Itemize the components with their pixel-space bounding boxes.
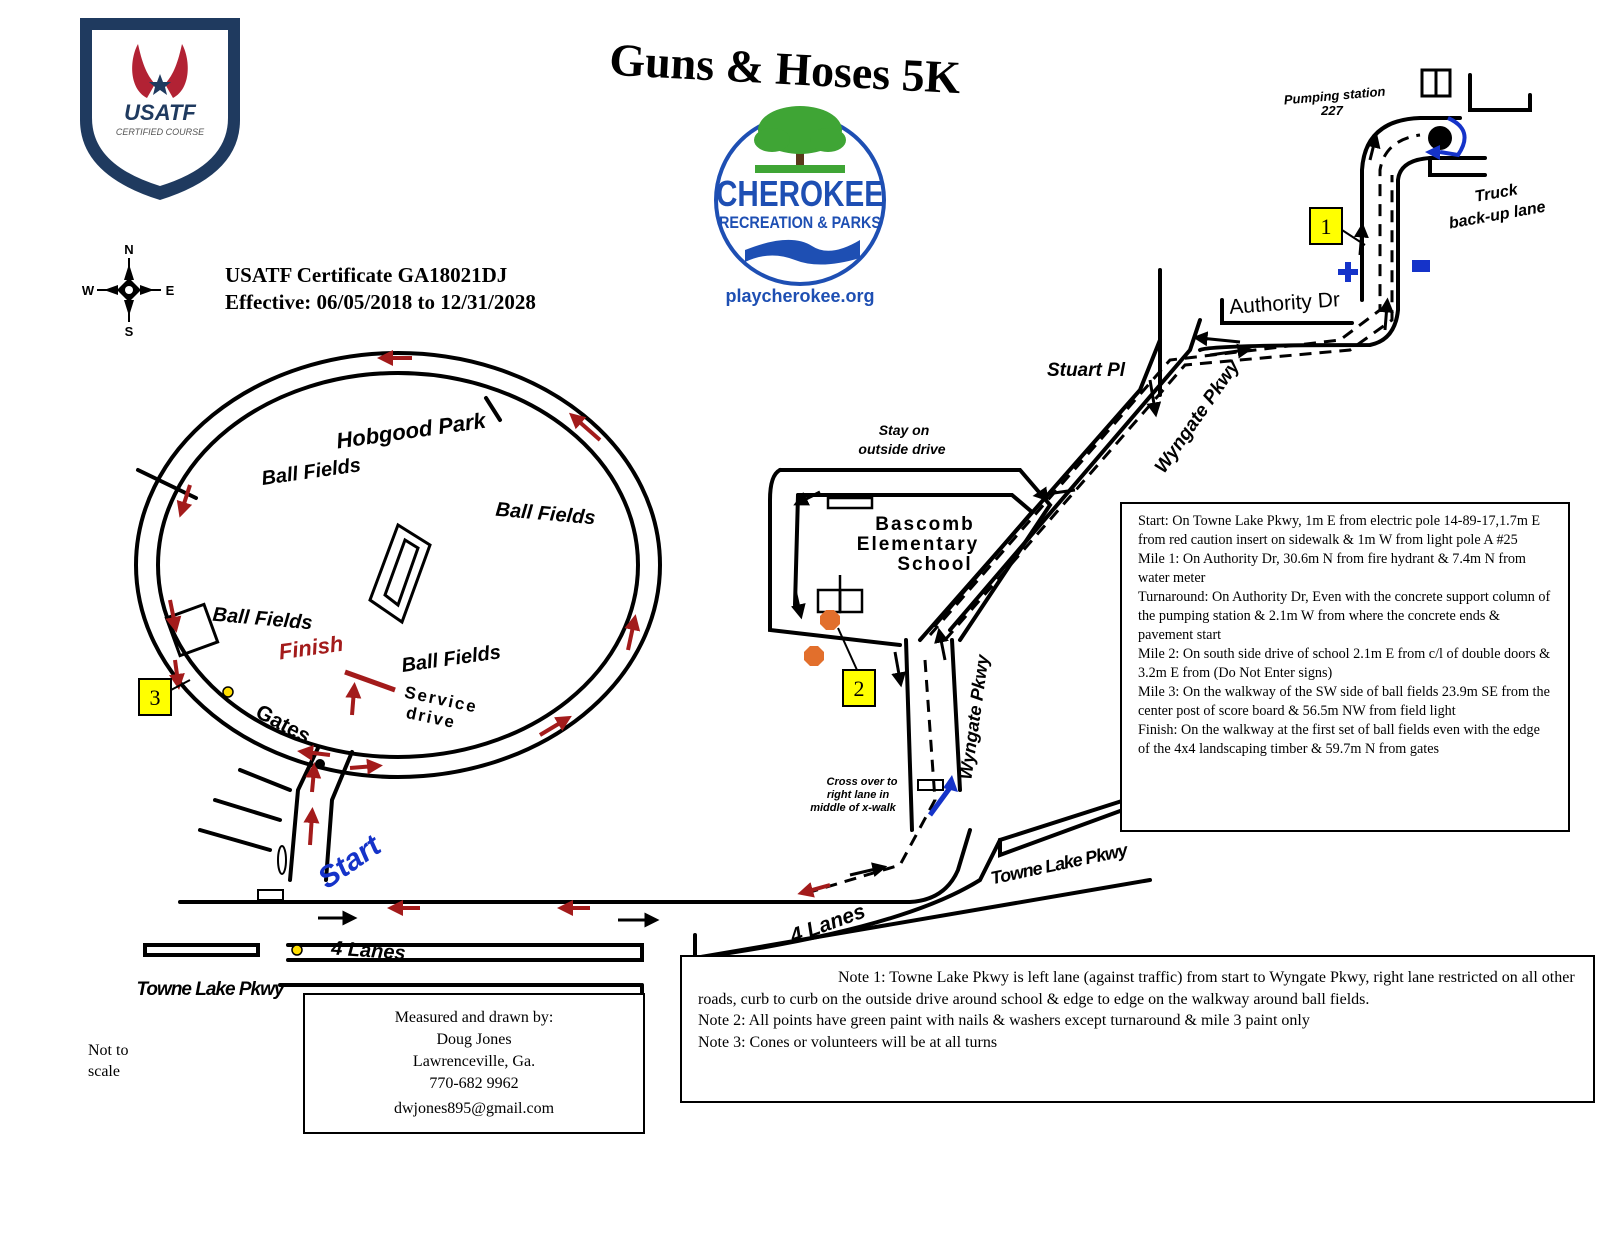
route-dashed	[799, 133, 1421, 897]
cherokee-logo: CHEROKEE RECREATION & PARKS playcherokee…	[714, 106, 886, 306]
note-finish: Finish: On the walkway at the first set …	[1138, 722, 1540, 757]
label-towne-lake-right: Towne Lake Pkwy	[989, 840, 1130, 889]
finish-line	[344, 669, 396, 693]
note-mile-3: Mile 3: On the walkway of the SW side of…	[1138, 684, 1550, 719]
credit-email: dwjones895@gmail.com	[393, 1100, 555, 1117]
cherokee-name: CHEROKEE	[716, 173, 884, 214]
label-truck-lane: Truck	[1473, 181, 1520, 205]
label-ball-fields-2: Ball Fields	[495, 499, 597, 530]
certificate-number: USATF Certificate GA18021DJ	[225, 263, 508, 287]
label-ball-fields-4: Ball Fields	[400, 641, 502, 677]
mile-marker-3: 3	[138, 678, 191, 716]
label-backup-lane: back-up lane	[1448, 199, 1547, 233]
compass-n: N	[124, 242, 133, 257]
credit-box: Measured and drawn by: Doug Jones Lawren…	[303, 993, 645, 1134]
label-authority-dr: Authority Dr	[1228, 288, 1340, 319]
cherokee-subtitle: RECREATION & PARKS	[719, 213, 881, 232]
credit-phone: 770-682 9962	[429, 1075, 519, 1092]
note-1: Note 1: Towne Lake Pkwy is left lane (ag…	[698, 969, 1575, 1008]
general-notes-box: Note 1: Towne Lake Pkwy is left lane (ag…	[680, 955, 1595, 1103]
label-wyngate-upper: Wyngate Pkwy	[1151, 355, 1245, 477]
fire-hydrant-icon	[1338, 262, 1358, 282]
note-2: Note 2: All points have green paint with…	[698, 1012, 1310, 1029]
credit-name: Doug Jones	[436, 1031, 512, 1048]
label-cross-3: middle of x-walk	[810, 802, 896, 814]
compass-e: E	[166, 283, 175, 298]
label-hobgood-park: Hobgood Park	[335, 407, 489, 453]
page-title: Guns & Hoses 5K	[608, 34, 962, 103]
svg-text:1: 1	[1321, 214, 1332, 239]
label-gates: Gates	[252, 700, 314, 748]
label-outside-drive: outside drive	[858, 441, 945, 457]
tree-icon	[754, 106, 846, 167]
note-mile-2: Mile 2: On south side drive of school 2.…	[1138, 646, 1551, 681]
note-mile-1: Mile 1: On Authority Dr, 30.6m N from fi…	[1138, 551, 1526, 586]
svg-text:2: 2	[854, 676, 865, 701]
label-ball-fields-3: Ball Fields	[212, 604, 314, 635]
label-towne-lake-left: Towne Lake Pkwy	[137, 979, 286, 1000]
label-4-lanes-left: 4 Lanes	[330, 937, 407, 964]
crossover-icon	[927, 775, 958, 817]
compass-s: S	[125, 324, 134, 339]
scoreboard-icon	[164, 522, 432, 658]
note-3: Note 3: Cones or volunteers will be at a…	[698, 1033, 998, 1051]
label-4-lanes-right: 4 Lanes	[786, 900, 868, 949]
label-school-2: Elementary	[857, 534, 979, 555]
mile-marker-2: 2	[837, 627, 876, 707]
water-meter-icon	[1412, 260, 1430, 272]
pumping-station-icon	[1420, 68, 1452, 98]
label-school-1: Bascomb	[875, 514, 975, 535]
credit-line-1: Measured and drawn by:	[394, 1009, 554, 1026]
usatf-brand: USATF	[124, 100, 196, 125]
mile-marker-1: 1	[1309, 207, 1366, 246]
credit-city: Lawrenceville, Ga.	[412, 1053, 536, 1070]
compass-rose: N S W E	[82, 242, 175, 339]
school-building-icon	[816, 496, 874, 614]
label-wyngate-lower: Wyngate Pkwy	[955, 653, 992, 781]
usatf-badge: USATF CERTIFIED COURSE	[80, 18, 240, 200]
usatf-subtitle: CERTIFIED COURSE	[116, 127, 205, 137]
field-light-icon	[222, 686, 325, 956]
note-start: Start: On Towne Lake Pkwy, 1m E from ele…	[1138, 513, 1541, 548]
route-arrows-black	[318, 132, 1394, 928]
not-to-scale-note: Not to scale	[88, 1042, 129, 1080]
label-start: Start	[312, 828, 389, 895]
compass-w: W	[82, 283, 95, 298]
label-school-3: School	[897, 554, 972, 575]
usatf-wings-icon	[132, 44, 188, 98]
course-notes-box: Start: On Towne Lake Pkwy, 1m E from ele…	[1120, 502, 1570, 832]
label-finish: Finish	[277, 631, 345, 665]
crosswalk-marks	[257, 779, 944, 901]
route-arrows-red	[165, 350, 831, 916]
label-pumping-station-num: 227	[1320, 103, 1343, 118]
label-stuart-pl: Stuart Pl	[1047, 360, 1126, 381]
label-stay-on: Stay on	[879, 422, 930, 438]
turnaround-icon	[1425, 116, 1467, 160]
certificate-effective: Effective: 06/05/2018 to 12/31/2028	[225, 290, 536, 314]
svg-text:3: 3	[150, 685, 161, 710]
certificate-info: USATF Certificate GA18021DJ Effective: 0…	[225, 262, 536, 316]
do-not-enter-icon	[804, 610, 840, 666]
cherokee-website: playcherokee.org	[725, 286, 874, 306]
label-ball-fields-1: Ball Fields	[260, 454, 362, 490]
note-turnaround: Turnaround: On Authority Dr, Even with t…	[1138, 589, 1551, 643]
label-cross-1: Cross over to	[827, 776, 898, 788]
label-cross-2: right lane in	[827, 789, 890, 801]
